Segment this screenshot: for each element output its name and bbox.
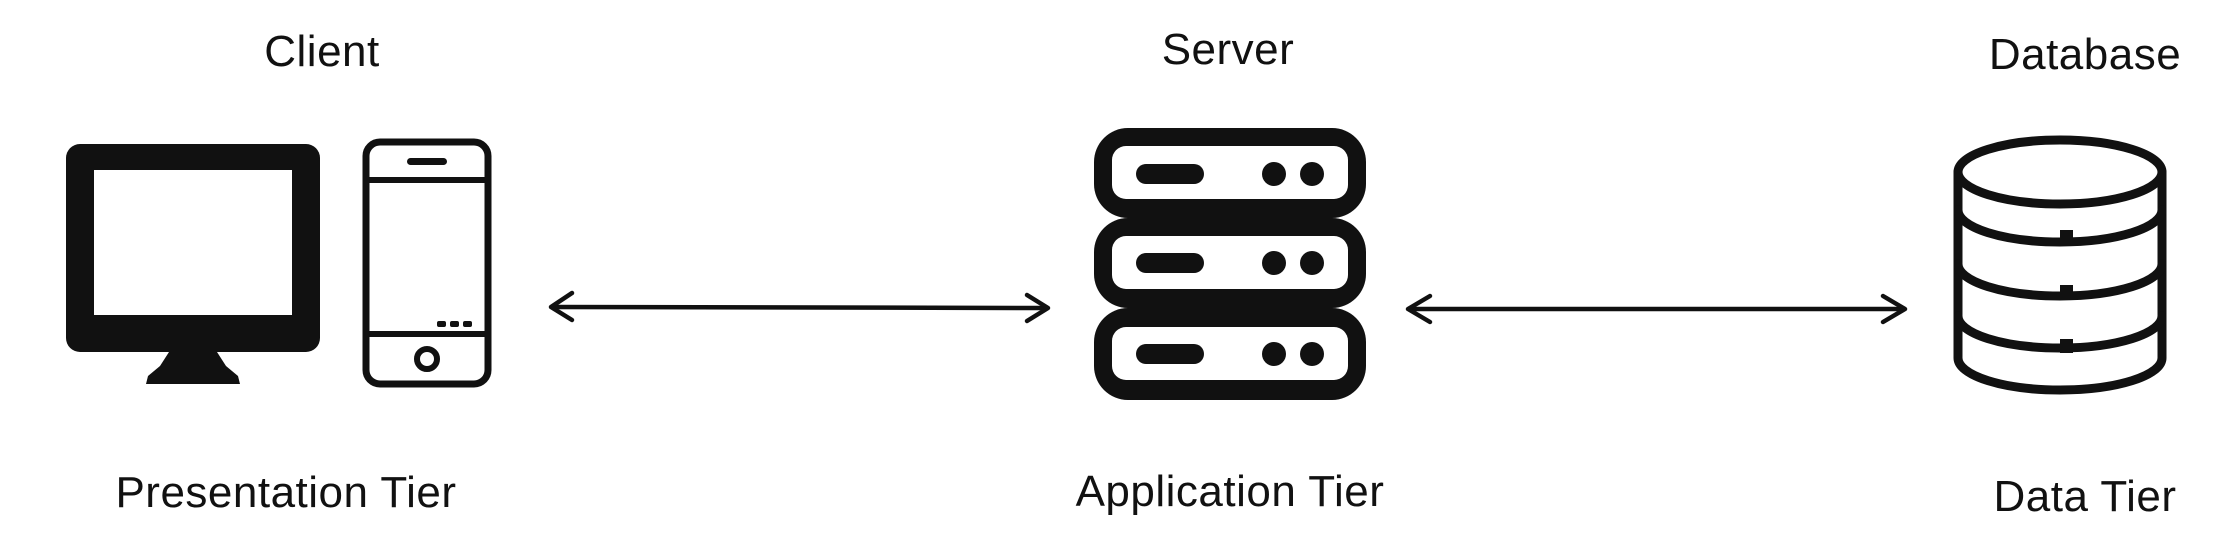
arrowhead-left [548, 290, 575, 323]
server-tier-heading: Server [1161, 25, 1295, 74]
database-tier-heading: Database [1988, 30, 2182, 79]
client-tier-caption: Presentation Tier [115, 468, 457, 517]
server-tier-caption: Application Tier [1075, 467, 1385, 516]
database-tier-caption: Data Tier [1993, 472, 2177, 521]
server-rack-icon [1094, 128, 1366, 400]
arrowhead-left [1405, 293, 1433, 325]
arrowhead-right [1880, 293, 1908, 325]
monitor-icon [66, 140, 320, 385]
smartphone-icon [362, 138, 492, 388]
client-tier-heading: Client [264, 27, 380, 76]
arrowhead-right [1024, 292, 1051, 324]
database-icon [1950, 132, 2170, 402]
connector-line [550, 304, 1049, 311]
connection-server-database [1405, 293, 1908, 325]
connection-client-server [548, 290, 1051, 324]
